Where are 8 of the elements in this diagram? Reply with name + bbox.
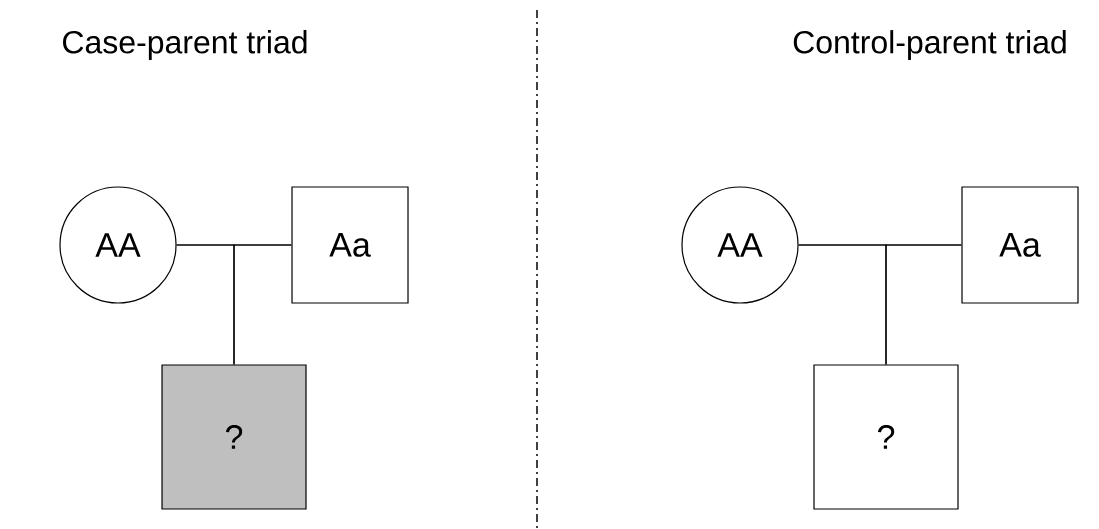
panel-title: Case-parent triad bbox=[63, 30, 307, 60]
male-square: Aa bbox=[961, 186, 1079, 304]
pedigree-line bbox=[885, 244, 962, 365]
affected-square: ? bbox=[161, 364, 307, 510]
panel-title: Control-parent triad bbox=[793, 30, 1066, 60]
male-square: Aa bbox=[291, 186, 409, 304]
pedigree-line bbox=[233, 244, 292, 365]
unaffected-square: ? bbox=[813, 364, 959, 510]
